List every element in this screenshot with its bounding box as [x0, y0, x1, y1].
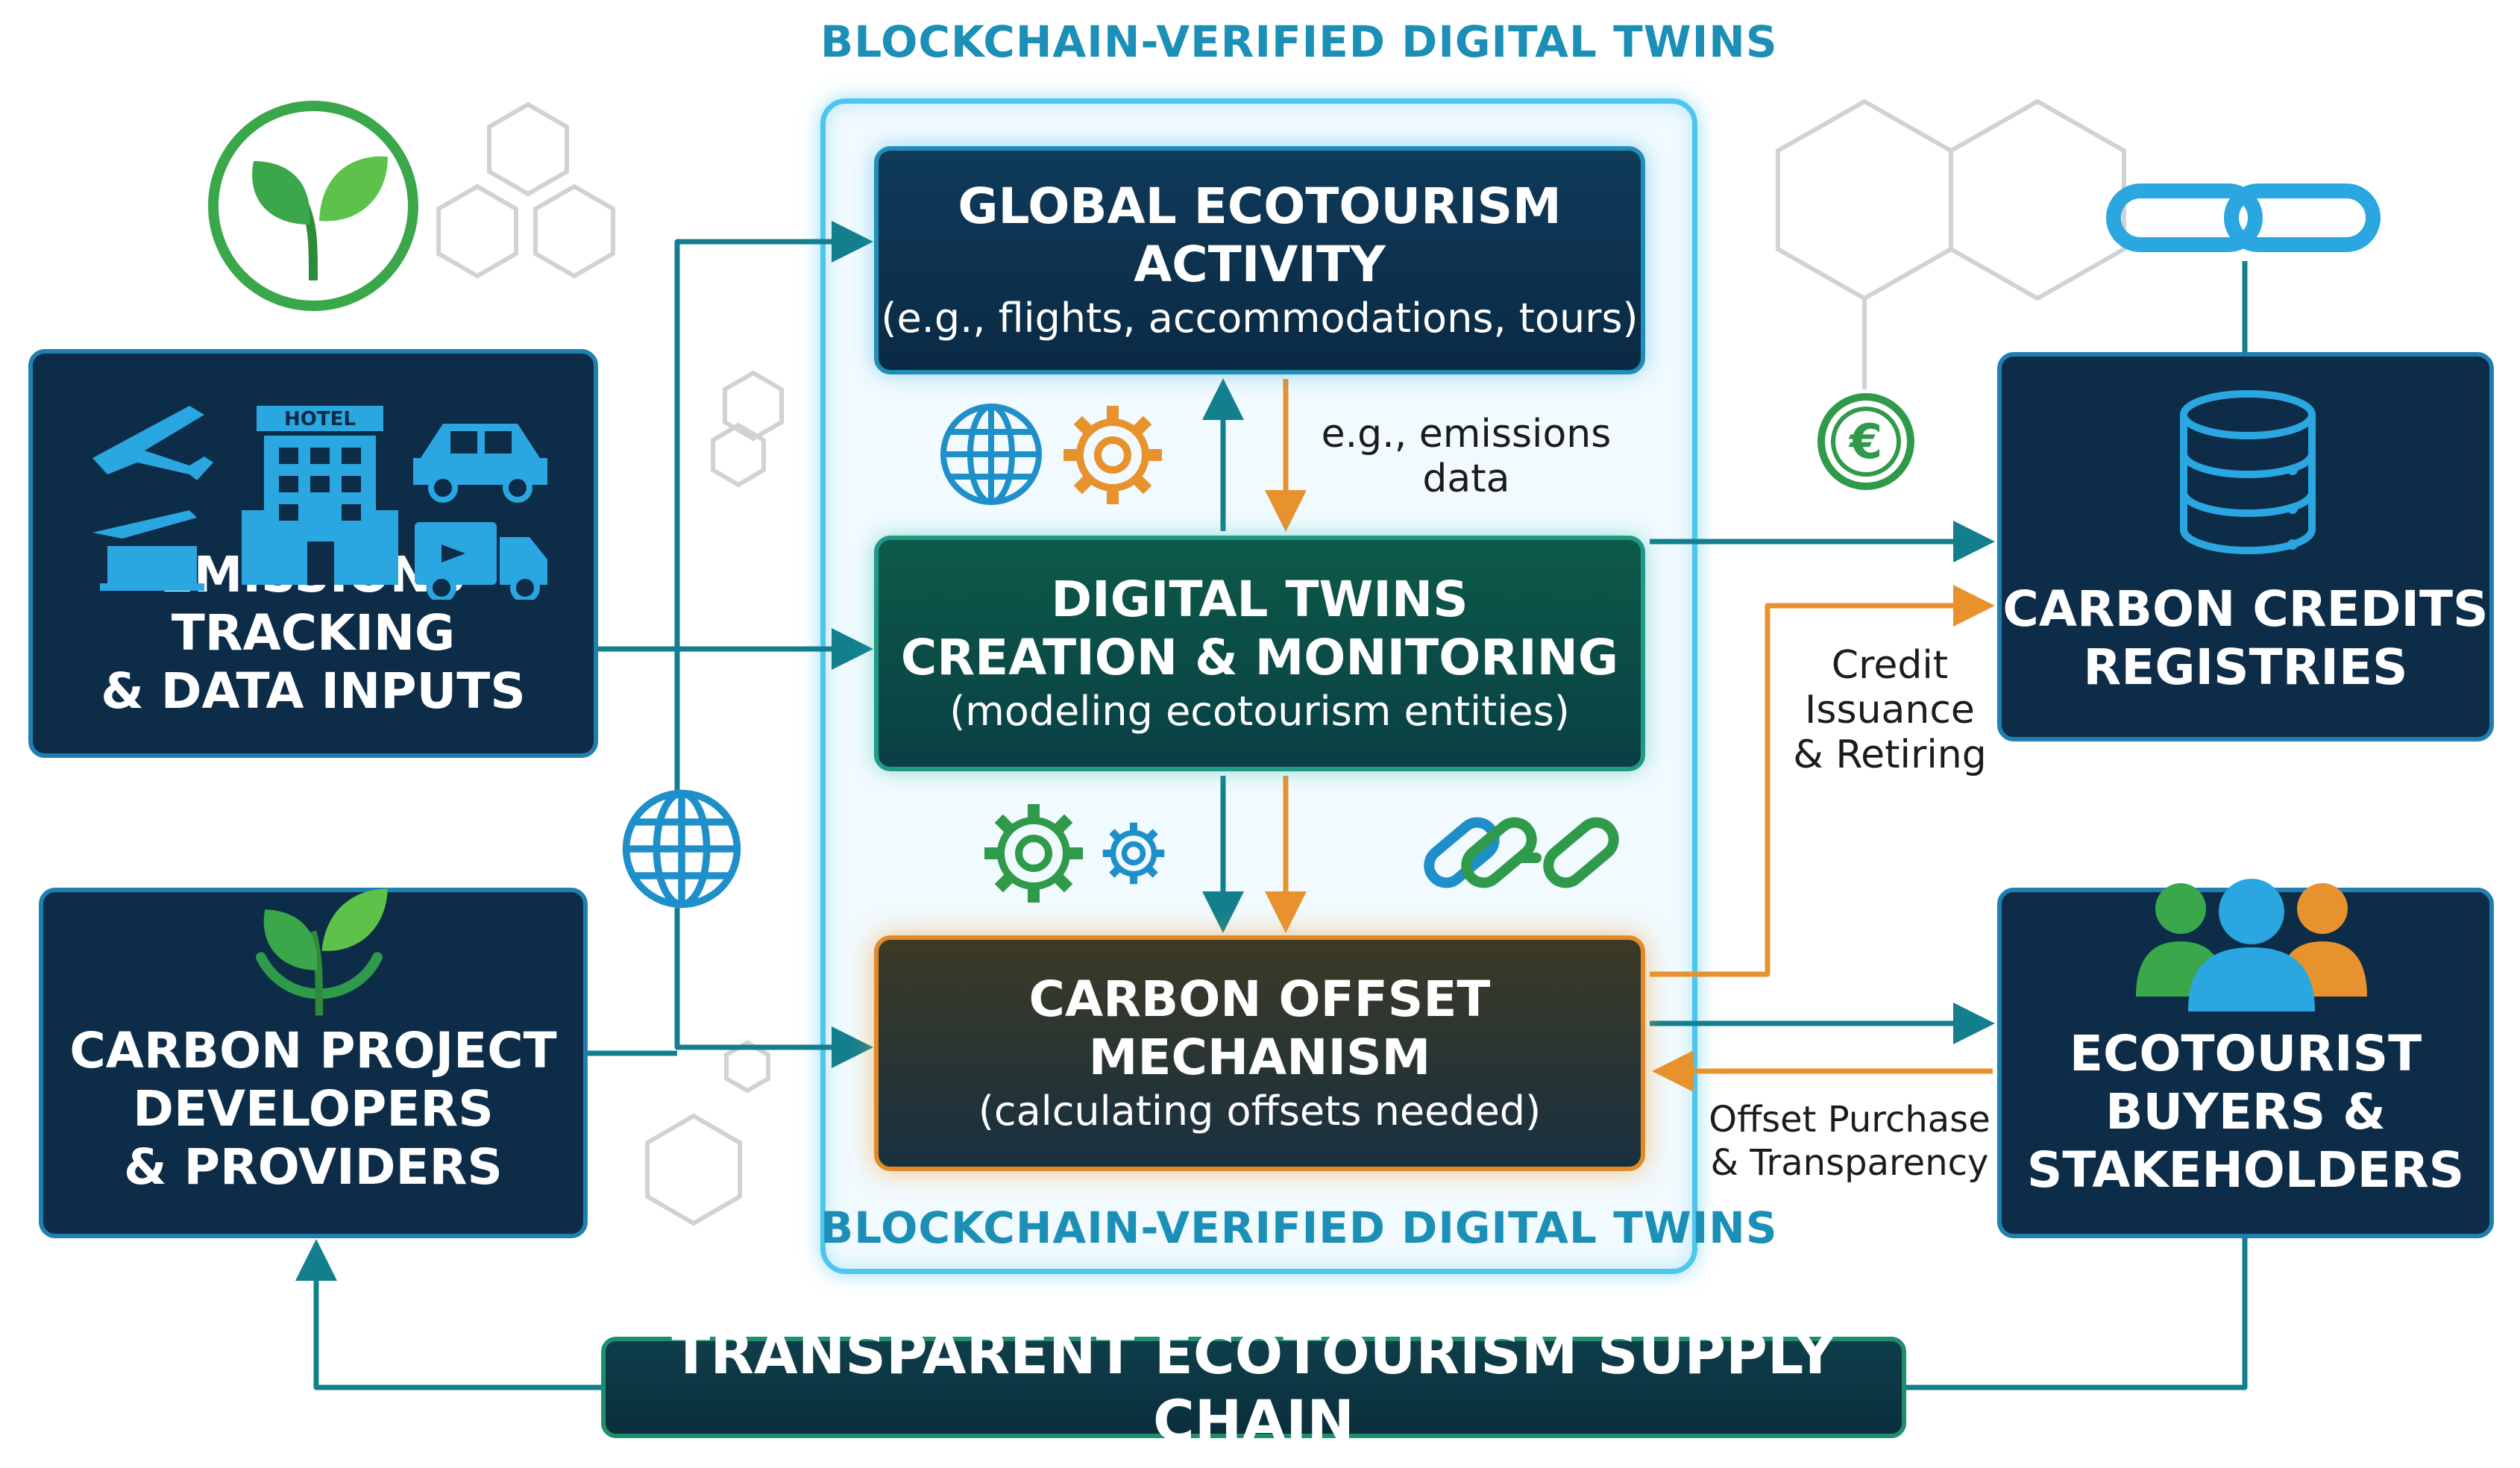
sprout-icon — [256, 888, 388, 1016]
credit-note-line2: Issuance — [1805, 688, 1975, 733]
arrow-offset-to-registries — [1650, 585, 1995, 977]
hotel-icon: HOTEL — [242, 406, 398, 585]
car-icon — [413, 424, 547, 503]
credit-note-line3: & Retiring — [1793, 733, 1987, 777]
blockchain-title-bottom: BLOCKCHAIN-VERIFIED DIGITAL TWINS — [820, 1202, 1778, 1253]
registries-title-line2: REGISTRIES — [2083, 639, 2408, 696]
emissions-data-note-line1: e.g., emissions — [1321, 412, 1612, 457]
project-title-line1: CARBON PROJECT — [69, 1022, 557, 1079]
twins-subtitle: (modeling ecotourism entities) — [949, 688, 1570, 735]
offset-purchase-note: Offset Purchase & Transparency — [1708, 1098, 1991, 1185]
arrow-emissions-to-global — [598, 221, 873, 652]
blockchain-title-top: BLOCKCHAIN-VERIFIED DIGITAL TWINS — [820, 16, 1778, 67]
hexagon-shape — [487, 101, 569, 197]
digital-twins-node: DIGITAL TWINS CREATION & MONITORING (mod… — [874, 536, 1645, 771]
globe-icon — [940, 404, 1042, 505]
buyers-title-line1: ECOTOURIST — [2069, 1025, 2422, 1082]
global-subtitle: (e.g., flights, accommodations, tours) — [881, 295, 1638, 342]
twins-title-line1: DIGITAL TWINS — [1051, 571, 1468, 628]
database-icon — [2180, 390, 2316, 554]
hexagon-shape — [1949, 98, 2126, 301]
emissions-data-note: e.g., emissions data — [1310, 412, 1623, 501]
arrow-supply-to-projects — [295, 1239, 601, 1390]
hexagon-shape — [645, 1113, 742, 1226]
gear-small-icon — [1102, 822, 1165, 885]
globe-network-icon — [622, 789, 741, 909]
registries-title-line1: CARBON CREDITS — [2002, 580, 2489, 638]
hexagon-shape — [723, 370, 784, 442]
project-title-line3: & PROVIDERS — [124, 1138, 503, 1196]
emissions-title-line2: & DATA INPUTS — [101, 662, 526, 720]
leaf-logo-icon — [208, 101, 418, 311]
gear-large-icon — [984, 804, 1083, 903]
airport-icon — [92, 510, 204, 591]
arrow-emissions-to-offset — [674, 649, 873, 1068]
twins-title-line2: CREATION & MONITORING — [900, 629, 1619, 686]
people-group-icon — [2136, 879, 2367, 1011]
airplane-icon — [92, 406, 213, 480]
ecotourist-buyers-node: ECOTOURIST BUYERS & STAKEHOLDERS — [1997, 879, 2494, 1238]
emissions-data-note-line2: data — [1422, 457, 1510, 501]
arrow-buyers-to-supply — [1906, 1238, 2248, 1390]
blockchain-link-icon — [1424, 817, 1619, 888]
chain-link-icon — [2106, 184, 2381, 252]
global-title-line1: GLOBAL ECOTOURISM — [958, 178, 1562, 235]
buyers-title-line3: STAKEHOLDERS — [2026, 1141, 2465, 1199]
supply-chain-title: TRANSPARENT ECOTOURISM SUPPLY CHAIN — [671, 1320, 1836, 1454]
buyers-title-line2: BUYERS & — [2105, 1083, 2386, 1141]
hexagon-shape — [533, 184, 615, 279]
credit-issuance-note: Credit Issuance & Retiring — [1785, 643, 1994, 777]
carbon-credits-registries-node: CARBON CREDITS REGISTRIES — [1997, 352, 2494, 741]
carbon-project-developers-node: CARBON PROJECT DEVELOPERS & PROVIDERS — [39, 888, 588, 1238]
global-ecotourism-activity-node: GLOBAL ECOTOURISM ACTIVITY (e.g., flight… — [874, 146, 1645, 374]
transport-hotel-icons: HOTEL — [92, 406, 547, 600]
truck-icon — [415, 522, 547, 600]
euro-coin-icon: € — [1817, 393, 1914, 490]
project-title-line2: DEVELOPERS — [133, 1080, 494, 1138]
offset-title-line2: MECHANISM — [1088, 1029, 1431, 1086]
hexagon-shape — [711, 422, 766, 488]
supply-chain-banner: TRANSPARENT ECOTOURISM SUPPLY CHAIN — [601, 1320, 1906, 1454]
offset-subtitle: (calculating offsets needed) — [978, 1088, 1542, 1135]
global-title-line2: ACTIVITY — [1134, 236, 1386, 293]
hexagon-shape — [436, 184, 518, 279]
purchase-note-line1: Offset Purchase — [1709, 1099, 1990, 1141]
hexagon-shape — [724, 1040, 770, 1094]
hotel-sign-text: HOTEL — [284, 408, 356, 430]
offset-title-line1: CARBON OFFSET — [1028, 970, 1491, 1028]
carbon-offset-mechanism-node: CARBON OFFSET MECHANISM (calculating off… — [874, 935, 1645, 1171]
credit-note-line1: Credit — [1831, 643, 1949, 688]
emissions-tracking-node: HOTEL EMISSIONS TRACKING — [28, 349, 598, 758]
euro-symbol: € — [1848, 415, 1883, 470]
gear-icon — [1063, 406, 1162, 504]
purchase-note-line2: & Transparency — [1710, 1142, 1989, 1184]
